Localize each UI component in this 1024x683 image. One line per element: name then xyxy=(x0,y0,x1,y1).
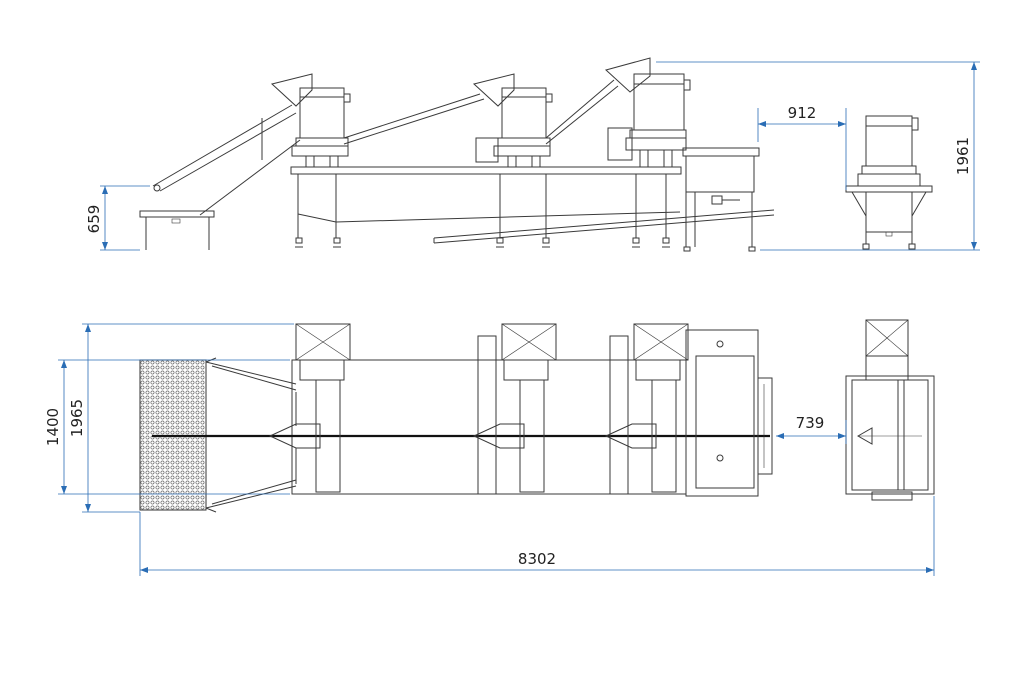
dimension-overall-height: 1961 xyxy=(656,61,980,251)
dimension-label-1400: 1400 xyxy=(44,408,62,446)
slicer-head-plan-1 xyxy=(268,323,351,493)
collection-tank-plan xyxy=(685,329,773,497)
dimension-end-gap: 739 xyxy=(776,414,847,444)
infeed-table xyxy=(139,210,215,250)
dimension-overall-length: 8302 xyxy=(139,496,935,576)
end-unit-plan xyxy=(845,319,935,501)
dimension-label-8302: 8302 xyxy=(518,550,556,568)
slicer-head-plan-3 xyxy=(604,323,689,495)
end-elevation-unit xyxy=(845,115,933,250)
slicer-unit-3 xyxy=(545,57,691,168)
dimension-label-1961: 1961 xyxy=(954,137,972,175)
slicer-head-plan-2 xyxy=(472,323,557,495)
dimension-label-912: 912 xyxy=(788,104,817,122)
dimension-side-gap: 912 xyxy=(757,104,847,190)
incline-conveyor xyxy=(152,104,301,216)
slicer-unit-2 xyxy=(343,73,553,168)
plan-view xyxy=(139,319,935,513)
main-frame xyxy=(290,166,682,248)
slicer-unit-1 xyxy=(270,73,351,168)
dimension-label-659: 659 xyxy=(85,205,103,234)
dimension-inner-width: 1400 xyxy=(44,359,290,495)
discharge-rail xyxy=(433,209,775,244)
side-elevation-view xyxy=(139,57,933,252)
dimension-infeed-height: 659 xyxy=(85,185,150,251)
collection-tank xyxy=(682,147,760,252)
dimension-label-1965: 1965 xyxy=(68,399,86,437)
dimension-outer-width: 1965 xyxy=(68,323,294,513)
dimension-label-739: 739 xyxy=(796,414,825,432)
